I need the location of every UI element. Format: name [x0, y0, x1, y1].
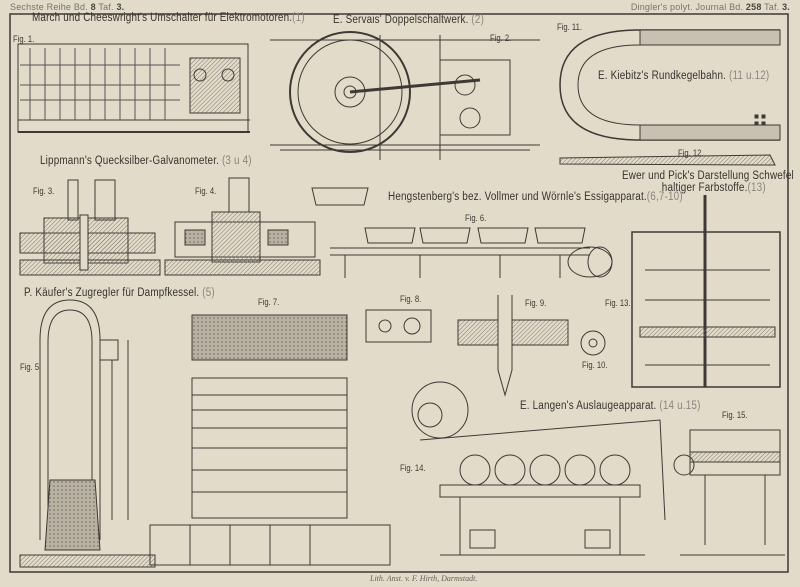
label-fig3: Fig. 3. — [33, 186, 55, 196]
fig7-generator-drawing — [149, 314, 391, 566]
header-left: Sechste Reihe Bd. 8 Taf. 3. — [10, 2, 125, 12]
fig2-ratchet-drawing — [270, 31, 540, 160]
fig8-drawing — [365, 309, 432, 343]
label-fig15: Fig. 15. — [722, 410, 748, 420]
title-fig14-15: E. Langen's Auslaugeapparat. (14 u.15) — [520, 400, 701, 412]
label-fig6: Fig. 6. — [465, 213, 487, 223]
fig3-galvanometer-drawing — [19, 179, 161, 276]
label-fig5: Fig. 5. — [20, 362, 42, 372]
title-fig13: Ewer und Pick's Darstellung Schwefel hal… — [622, 170, 794, 194]
title-fig5: P. Käufer's Zugregler für Dampfkessel. (… — [24, 287, 215, 299]
label-fig7: Fig. 7. — [258, 297, 280, 307]
label-fig11: Fig. 11. — [557, 22, 582, 32]
label-fig2: Fig. 2. — [490, 33, 512, 43]
title-fig11: E. Kiebitz's Rundkegelbahn. (11 u.12) — [598, 70, 770, 82]
label-fig9: Fig. 9. — [525, 298, 547, 308]
fig15-drawing — [673, 429, 785, 556]
label-fig4: Fig. 4. — [195, 186, 217, 196]
title-fig6-10: Hengstenberg's bez. Vollmer und Wörnle's… — [388, 191, 683, 203]
fig14-leaching-apparatus-drawing — [411, 381, 666, 556]
fig13-dye-vessel-drawing — [631, 195, 781, 388]
fig10-drawing — [580, 330, 606, 356]
fig6-vinegar-apparatus-drawing — [311, 187, 613, 278]
lithographer-credit: Lith. Anst. v. F. Hirth, Darmstadt. — [370, 574, 478, 583]
fig11-bowling-track-drawing — [559, 29, 781, 141]
fig1-switch-drawing — [17, 43, 250, 133]
header-right: Dingler's polyt. Journal Bd. 258 Taf. 3. — [630, 2, 790, 12]
title-fig1: March und Cheeswright's Umschalter für E… — [32, 12, 305, 24]
label-fig10: Fig. 10. — [582, 360, 608, 370]
label-fig13: Fig. 13. — [605, 298, 631, 308]
fig9-drawing — [457, 295, 569, 397]
title-fig3-4: Lippmann's Quecksilber-Galvanometer. (3 … — [40, 155, 252, 167]
label-fig12: Fig. 12. — [678, 148, 704, 158]
label-fig14: Fig. 14. — [400, 463, 426, 473]
fig4-galvanometer-drawing — [164, 177, 321, 276]
fig12-track-section — [559, 154, 776, 166]
fig5-draught-regulator-drawing — [19, 299, 156, 568]
label-fig8: Fig. 8. — [400, 294, 422, 304]
label-fig1: Fig. 1. — [13, 34, 35, 44]
title-fig2: E. Servais' Doppelschaltwerk. (2) — [333, 14, 485, 26]
